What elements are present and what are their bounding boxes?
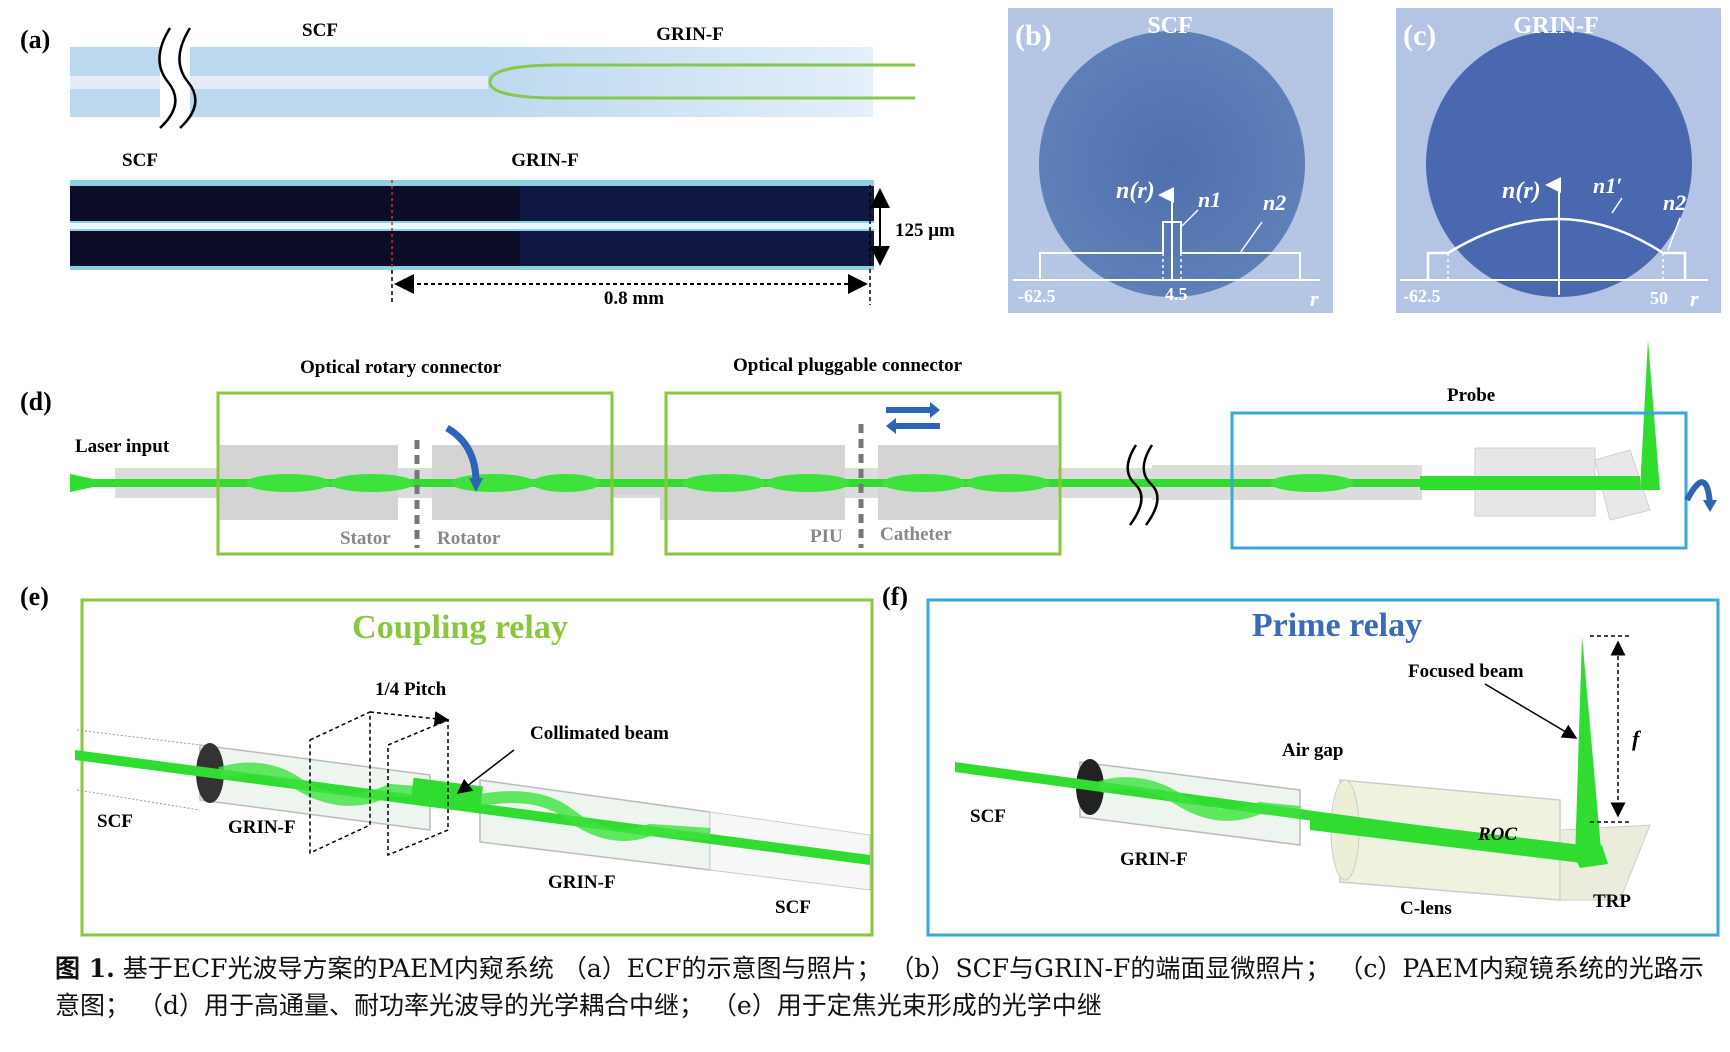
probe-rotation-arrow xyxy=(1684,479,1713,506)
figure-caption: 图 1. 基于ECF光波导方案的PAEM内窥系统 （a）ECF的示意图与照片； … xyxy=(55,950,1715,1024)
fiber-break-mark-1 xyxy=(158,27,177,129)
plug-arrow-right xyxy=(886,407,930,413)
scf-tick-left: -62.5 xyxy=(1018,286,1056,306)
photo-scf-label: SCF xyxy=(122,150,158,171)
focused-beam-label: Focused beam xyxy=(1408,661,1524,682)
pitch-plane-1 xyxy=(309,710,371,855)
schematic-grinf-label: GRIN-F xyxy=(656,24,724,45)
focused-pointer xyxy=(1484,683,1578,739)
laser-arrow xyxy=(70,474,112,492)
scf-index-profile xyxy=(1039,221,1301,280)
grinf-tick-left: -62.5 xyxy=(1403,286,1441,306)
prime-relay-box xyxy=(926,598,1720,937)
schematic-scf-label: SCF xyxy=(302,20,338,41)
coupling-relay-box xyxy=(80,598,874,937)
schematic-scf-core-1 xyxy=(70,76,160,89)
probe-label: Probe xyxy=(1447,385,1495,406)
scf-left-label-e: SCF xyxy=(97,811,133,832)
trp-label: TRP xyxy=(1593,891,1631,912)
figure: (a) SCF GRIN-F SCF GRIN-F 125 μm 0.8 mm … xyxy=(20,8,1721,937)
focused-beam-d xyxy=(1640,340,1660,490)
beam-d xyxy=(70,479,1640,487)
prime-relay-title: Prime relay xyxy=(1252,607,1422,644)
scf-label-f: SCF xyxy=(970,806,1006,827)
break-mark-d-2 xyxy=(1142,444,1159,526)
schematic-scf-core-2 xyxy=(190,76,488,89)
rotary-connector-box xyxy=(216,391,614,556)
coupling-relay-title: Coupling relay xyxy=(352,609,568,646)
panel-d: (d) Optical rotary connector Optical plu… xyxy=(20,340,1717,556)
schematic-grin-profile xyxy=(488,63,915,100)
ripples-f xyxy=(1098,777,1301,821)
panel-a-label: (a) xyxy=(20,25,50,54)
rotary-connector-label: Optical rotary connector xyxy=(300,357,502,378)
grinf-n2-label: n2 xyxy=(1663,190,1686,215)
grinf-n-r-label: n(r) xyxy=(1502,178,1541,204)
stator-label: Stator xyxy=(340,528,391,549)
scf-tick-right: 4.5 xyxy=(1165,284,1188,304)
panel-e: (e) Coupling relay 1/4 Pitch Collimated … xyxy=(20,582,874,937)
panel-b-label: (b) xyxy=(1015,19,1052,52)
laser-input-label: Laser input xyxy=(75,436,170,457)
focal-length-label: f xyxy=(1632,726,1642,751)
panel-c-title: GRIN-F xyxy=(1513,13,1598,39)
grinf-right-label-e: GRIN-F xyxy=(548,872,616,893)
caption-text: 基于ECF光波导方案的PAEM内窥系统 （a）ECF的示意图与照片； （b）SC… xyxy=(55,954,1704,1020)
scf-n2-label: n2 xyxy=(1263,190,1286,215)
grinf-tick-right: 50 xyxy=(1650,288,1668,308)
pluggable-connector-label: Optical pluggable connector xyxy=(733,355,963,376)
scf-axis-r: r xyxy=(1310,286,1319,311)
rotator-label: Rotator xyxy=(437,528,501,549)
focused-beam-f xyxy=(1575,636,1602,860)
grinf-label-f: GRIN-F xyxy=(1120,849,1188,870)
collimated-beam-label: Collimated beam xyxy=(530,723,669,744)
figure-number: 图 1. xyxy=(55,954,115,983)
piu-label: PIU xyxy=(810,526,843,547)
grin-ripples xyxy=(246,474,1354,492)
break-mark-d-1 xyxy=(1126,444,1143,526)
scf-right-label-e: SCF xyxy=(775,897,811,918)
panel-e-label: (e) xyxy=(20,582,49,611)
grinf-axis-r: r xyxy=(1690,286,1699,311)
panel-c-label: (c) xyxy=(1403,19,1436,52)
scf-n-r-label: n(r) xyxy=(1116,178,1155,204)
panel-b: (b) SCF n(r) n1 n2 -62.5 4.5 r xyxy=(1008,8,1333,313)
grinf-index-profile xyxy=(1426,217,1687,280)
scf-n1-label: n1 xyxy=(1198,187,1221,212)
panel-b-title: SCF xyxy=(1147,13,1192,39)
panel-f-label: (f) xyxy=(882,582,908,611)
pitch-plane-2 xyxy=(387,718,449,857)
grinf-n1-prime-label: n1′ xyxy=(1593,173,1622,198)
catheter-label: Catheter xyxy=(880,524,952,545)
probe-box xyxy=(1230,411,1688,550)
length-label: 0.8 mm xyxy=(604,288,664,309)
air-gap-label: Air gap xyxy=(1282,740,1343,761)
pitch-arrow xyxy=(369,711,450,727)
plug-arrow-left xyxy=(896,423,940,429)
panel-c: (c) GRIN-F n(r) n1′ n2 -62.5 50 r xyxy=(1396,8,1721,313)
fiber-break-mark-2 xyxy=(178,27,197,129)
grinf-left-label-e: GRIN-F xyxy=(228,817,296,838)
panel-d-label: (d) xyxy=(20,387,52,416)
pluggable-connector-box xyxy=(664,391,1062,556)
pitch-label: 1/4 Pitch xyxy=(375,679,447,700)
schematic-grinf-segment xyxy=(488,47,873,117)
panel-f: (f) Prime relay f Focused beam Air gap S… xyxy=(882,582,1720,937)
collimated-pointer xyxy=(456,749,515,794)
photo-grinf-label: GRIN-F xyxy=(511,150,579,171)
roc-label: ROC xyxy=(1477,824,1517,845)
rotation-arrow xyxy=(445,424,480,483)
beam-e xyxy=(75,750,870,865)
c-lens-label: C-lens xyxy=(1400,898,1452,919)
panel-a: (a) SCF GRIN-F SCF GRIN-F 125 μm 0.8 mm xyxy=(20,20,955,309)
scf-cladding-disc xyxy=(1039,31,1305,297)
diameter-label: 125 μm xyxy=(895,220,955,241)
